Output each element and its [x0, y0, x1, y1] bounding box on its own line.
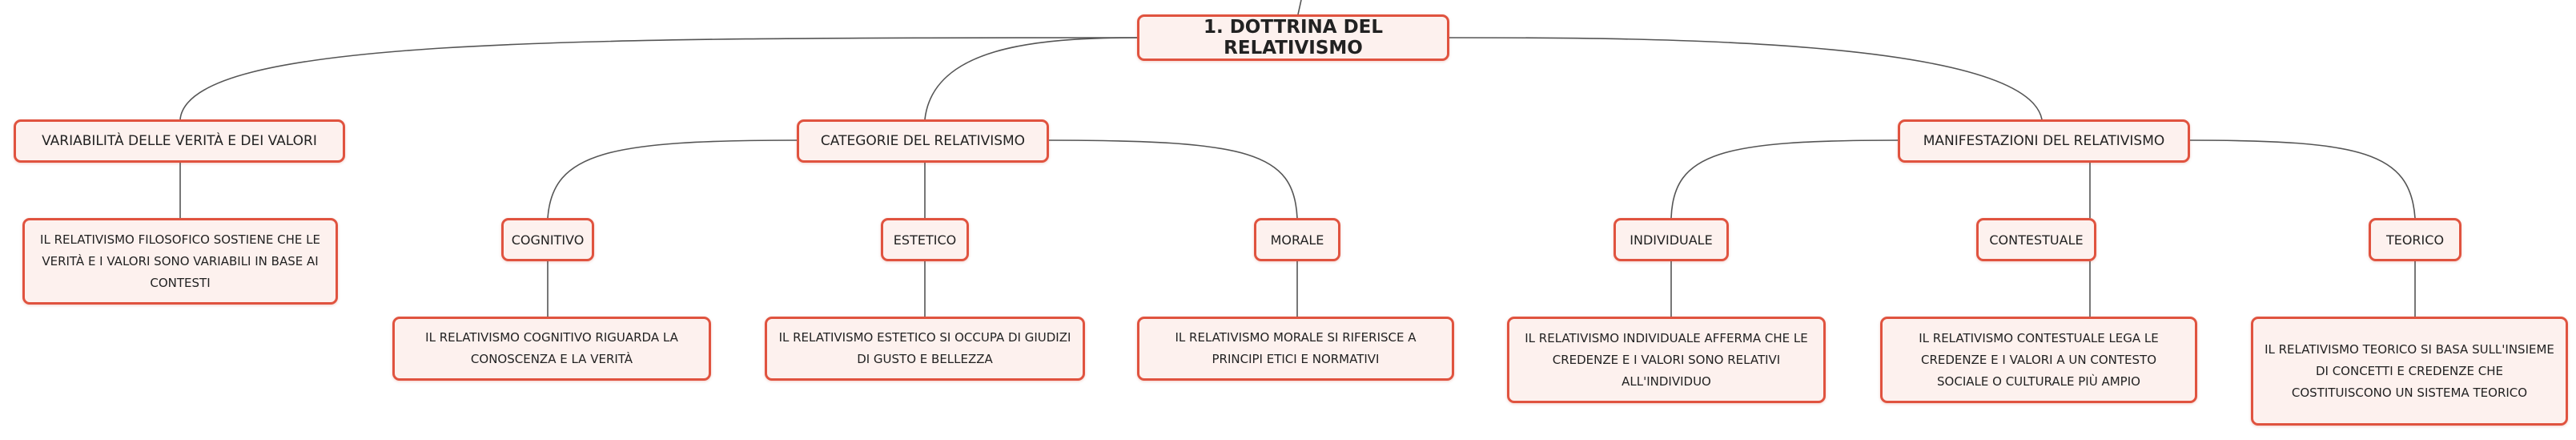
description-variabilita[interactable]: IL RELATIVISMO FILOSOFICO SOSTIENE CHE L… — [22, 218, 338, 305]
subnode-label: CONTESTUALE — [1989, 232, 2084, 248]
root-label: 1. DOTTRINA DEL RELATIVISMO — [1203, 17, 1384, 59]
description-teorico[interactable]: IL RELATIVISMO TEORICO SI BASA SULL'INSI… — [2251, 317, 2568, 426]
subnode-cognitivo[interactable]: COGNITIVO — [501, 218, 594, 261]
branch-node-variabilita[interactable]: VARIABILITÀ DELLE VERITÀ E DEI VALORI — [14, 119, 345, 163]
description-contestuale[interactable]: IL RELATIVISMO CONTESTUALE LEGA LE CREDE… — [1880, 317, 2197, 403]
subnode-individuale[interactable]: INDIVIDUALE — [1614, 218, 1729, 261]
connector-line — [1449, 37, 2043, 120]
subnode-label: COGNITIVO — [511, 232, 585, 248]
root-node[interactable]: 1. DOTTRINA DEL RELATIVISMO — [1137, 14, 1449, 61]
description-text: IL RELATIVISMO MORALE SI RIFERISCE A PRI… — [1175, 330, 1417, 366]
description-cognitivo[interactable]: IL RELATIVISMO COGNITIVO RIGUARDA LA CON… — [392, 317, 711, 381]
subnode-teorico[interactable]: TEORICO — [2369, 218, 2461, 261]
subnode-label: TEORICO — [2385, 232, 2445, 248]
description-text: IL RELATIVISMO COGNITIVO RIGUARDA LA CON… — [425, 330, 678, 366]
connector-line — [547, 139, 798, 219]
subnode-label: INDIVIDUALE — [1630, 232, 1713, 248]
connector-line — [1670, 139, 1899, 219]
connector-line — [1297, 0, 1302, 15]
description-text: IL RELATIVISMO FILOSOFICO SOSTIENE CHE L… — [40, 232, 320, 290]
connector-line — [2189, 139, 2416, 219]
description-morale[interactable]: IL RELATIVISMO MORALE SI RIFERISCE A PRI… — [1137, 317, 1454, 381]
branch-label: CATEGORIE DEL RELATIVISMO — [820, 133, 1026, 149]
description-text: IL RELATIVISMO INDIVIDUALE AFFERMA CHE L… — [1525, 330, 1808, 389]
subnode-contestuale[interactable]: CONTESTUALE — [1976, 218, 2096, 261]
branch-node-manifestazioni[interactable]: MANIFESTAZIONI DEL RELATIVISMO — [1898, 119, 2190, 163]
subnode-estetico[interactable]: ESTETICO — [881, 218, 969, 261]
subnode-morale[interactable]: MORALE — [1254, 218, 1340, 261]
description-text: IL RELATIVISMO TEORICO SI BASA SULL'INSI… — [2265, 341, 2554, 400]
branch-label: VARIABILITÀ DELLE VERITÀ E DEI VALORI — [42, 133, 317, 149]
description-text: IL RELATIVISMO CONTESTUALE LEGA LE CREDE… — [1919, 330, 2159, 389]
branch-node-categorie[interactable]: CATEGORIE DEL RELATIVISMO — [797, 119, 1049, 163]
connector-line — [1048, 139, 1298, 219]
connector-line — [179, 37, 1138, 120]
connector-line — [924, 37, 1138, 120]
description-text: IL RELATIVISMO ESTETICO SI OCCUPA DI GIU… — [778, 330, 1071, 366]
description-individuale[interactable]: IL RELATIVISMO INDIVIDUALE AFFERMA CHE L… — [1507, 317, 1826, 403]
subnode-label: ESTETICO — [893, 232, 957, 248]
subnode-label: MORALE — [1270, 232, 1324, 248]
branch-label: MANIFESTAZIONI DEL RELATIVISMO — [1923, 133, 2165, 149]
description-estetico[interactable]: IL RELATIVISMO ESTETICO SI OCCUPA DI GIU… — [765, 317, 1085, 381]
